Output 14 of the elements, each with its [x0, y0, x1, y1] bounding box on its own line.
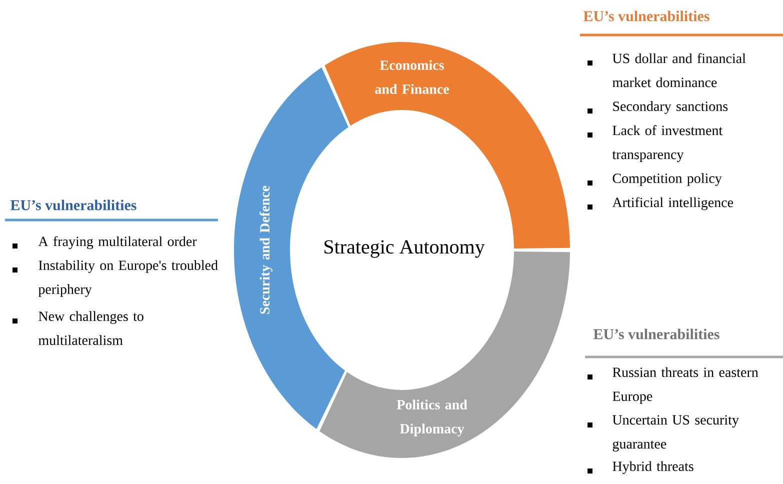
- bullet-item: A fraying multilateral order: [12, 236, 197, 250]
- panel-heading: EU’s vulnerabilities: [583, 10, 710, 22]
- bullet-item: Secondary sanctions: [588, 101, 728, 114]
- bullet-item: Russian threats in eastern Europe: [588, 367, 758, 404]
- bullet-item: Instability on Europe's troubled periphery: [12, 260, 218, 297]
- bullet-item: US dollar and financial market dominance: [588, 53, 746, 88]
- panel-heading: EU’s vulnerabilities: [593, 328, 720, 340]
- bullet-item: Lack of investment transparency: [588, 125, 723, 162]
- panel-heading: EU’s vulnerabilities: [10, 200, 136, 210]
- bullet-item: Competition policy: [588, 173, 722, 186]
- bullet-item: Uncertain US security guarantee: [588, 415, 739, 452]
- bullet-item: Hybrid threats: [588, 461, 694, 474]
- bullet-item: Artificial intelligence: [588, 197, 734, 210]
- bullet-item: New challenges to multilateralism: [12, 311, 144, 346]
